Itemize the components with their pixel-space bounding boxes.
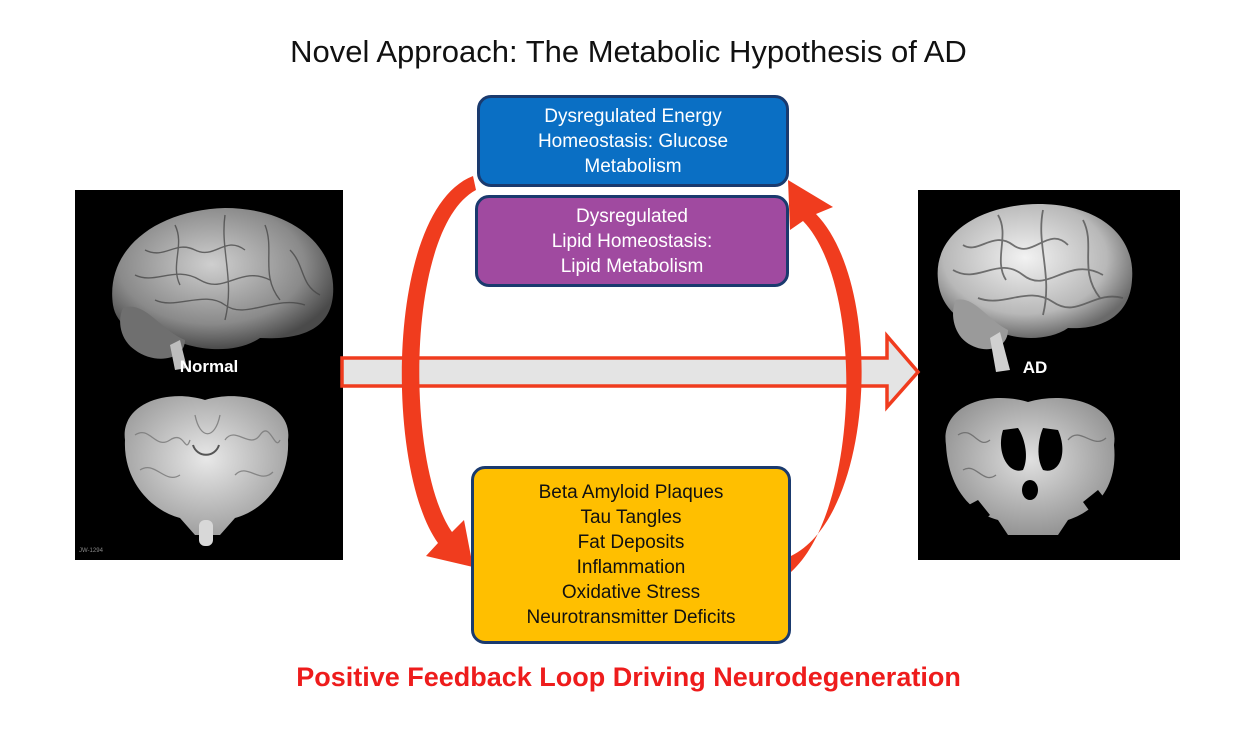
lipid-line-1: Dysregulated <box>576 205 688 227</box>
energy-line-1: Dysregulated Energy <box>544 105 722 127</box>
diagram-title: Novel Approach: The Metabolic Hypothesis… <box>290 34 967 69</box>
lipid-line-3: Lipid Metabolism <box>560 255 704 277</box>
pathology-line-5: Oxidative Stress <box>561 582 701 603</box>
normal-brain-panel: Normal JW-1294 <box>75 190 343 560</box>
pathology-line-4: Inflammation <box>576 557 686 578</box>
normal-brain-image <box>112 208 334 546</box>
lipid-line-2: Lipid Homeostasis: <box>551 230 713 252</box>
progression-arrow <box>340 331 921 412</box>
ad-brain-image <box>937 204 1133 535</box>
pathology-box: Beta Amyloid Plaques Tau Tangles Fat Dep… <box>471 466 791 644</box>
energy-homeostasis-box: Dysregulated Energy Homeostasis: Glucose… <box>477 95 789 187</box>
lipid-homeostasis-box: Dysregulated Lipid Homeostasis: Lipid Me… <box>475 195 789 287</box>
ad-label: AD <box>1022 358 1048 377</box>
ad-brain-panel: AD <box>918 190 1180 560</box>
pathology-line-6: Neurotransmitter Deficits <box>526 607 736 628</box>
image-credit-text: JW-1294 <box>79 548 103 554</box>
energy-line-2: Homeostasis: Glucose <box>537 130 729 152</box>
energy-line-3: Metabolism <box>584 155 682 177</box>
feedback-loop-caption: Positive Feedback Loop Driving Neurodege… <box>296 662 961 692</box>
pathology-line-2: Tau Tangles <box>580 507 682 528</box>
normal-label: Normal <box>179 357 239 376</box>
left-curved-arrow <box>401 176 476 567</box>
right-curved-arrow <box>788 180 862 572</box>
pathology-line-1: Beta Amyloid Plaques <box>538 482 724 503</box>
pathology-line-3: Fat Deposits <box>577 532 685 553</box>
